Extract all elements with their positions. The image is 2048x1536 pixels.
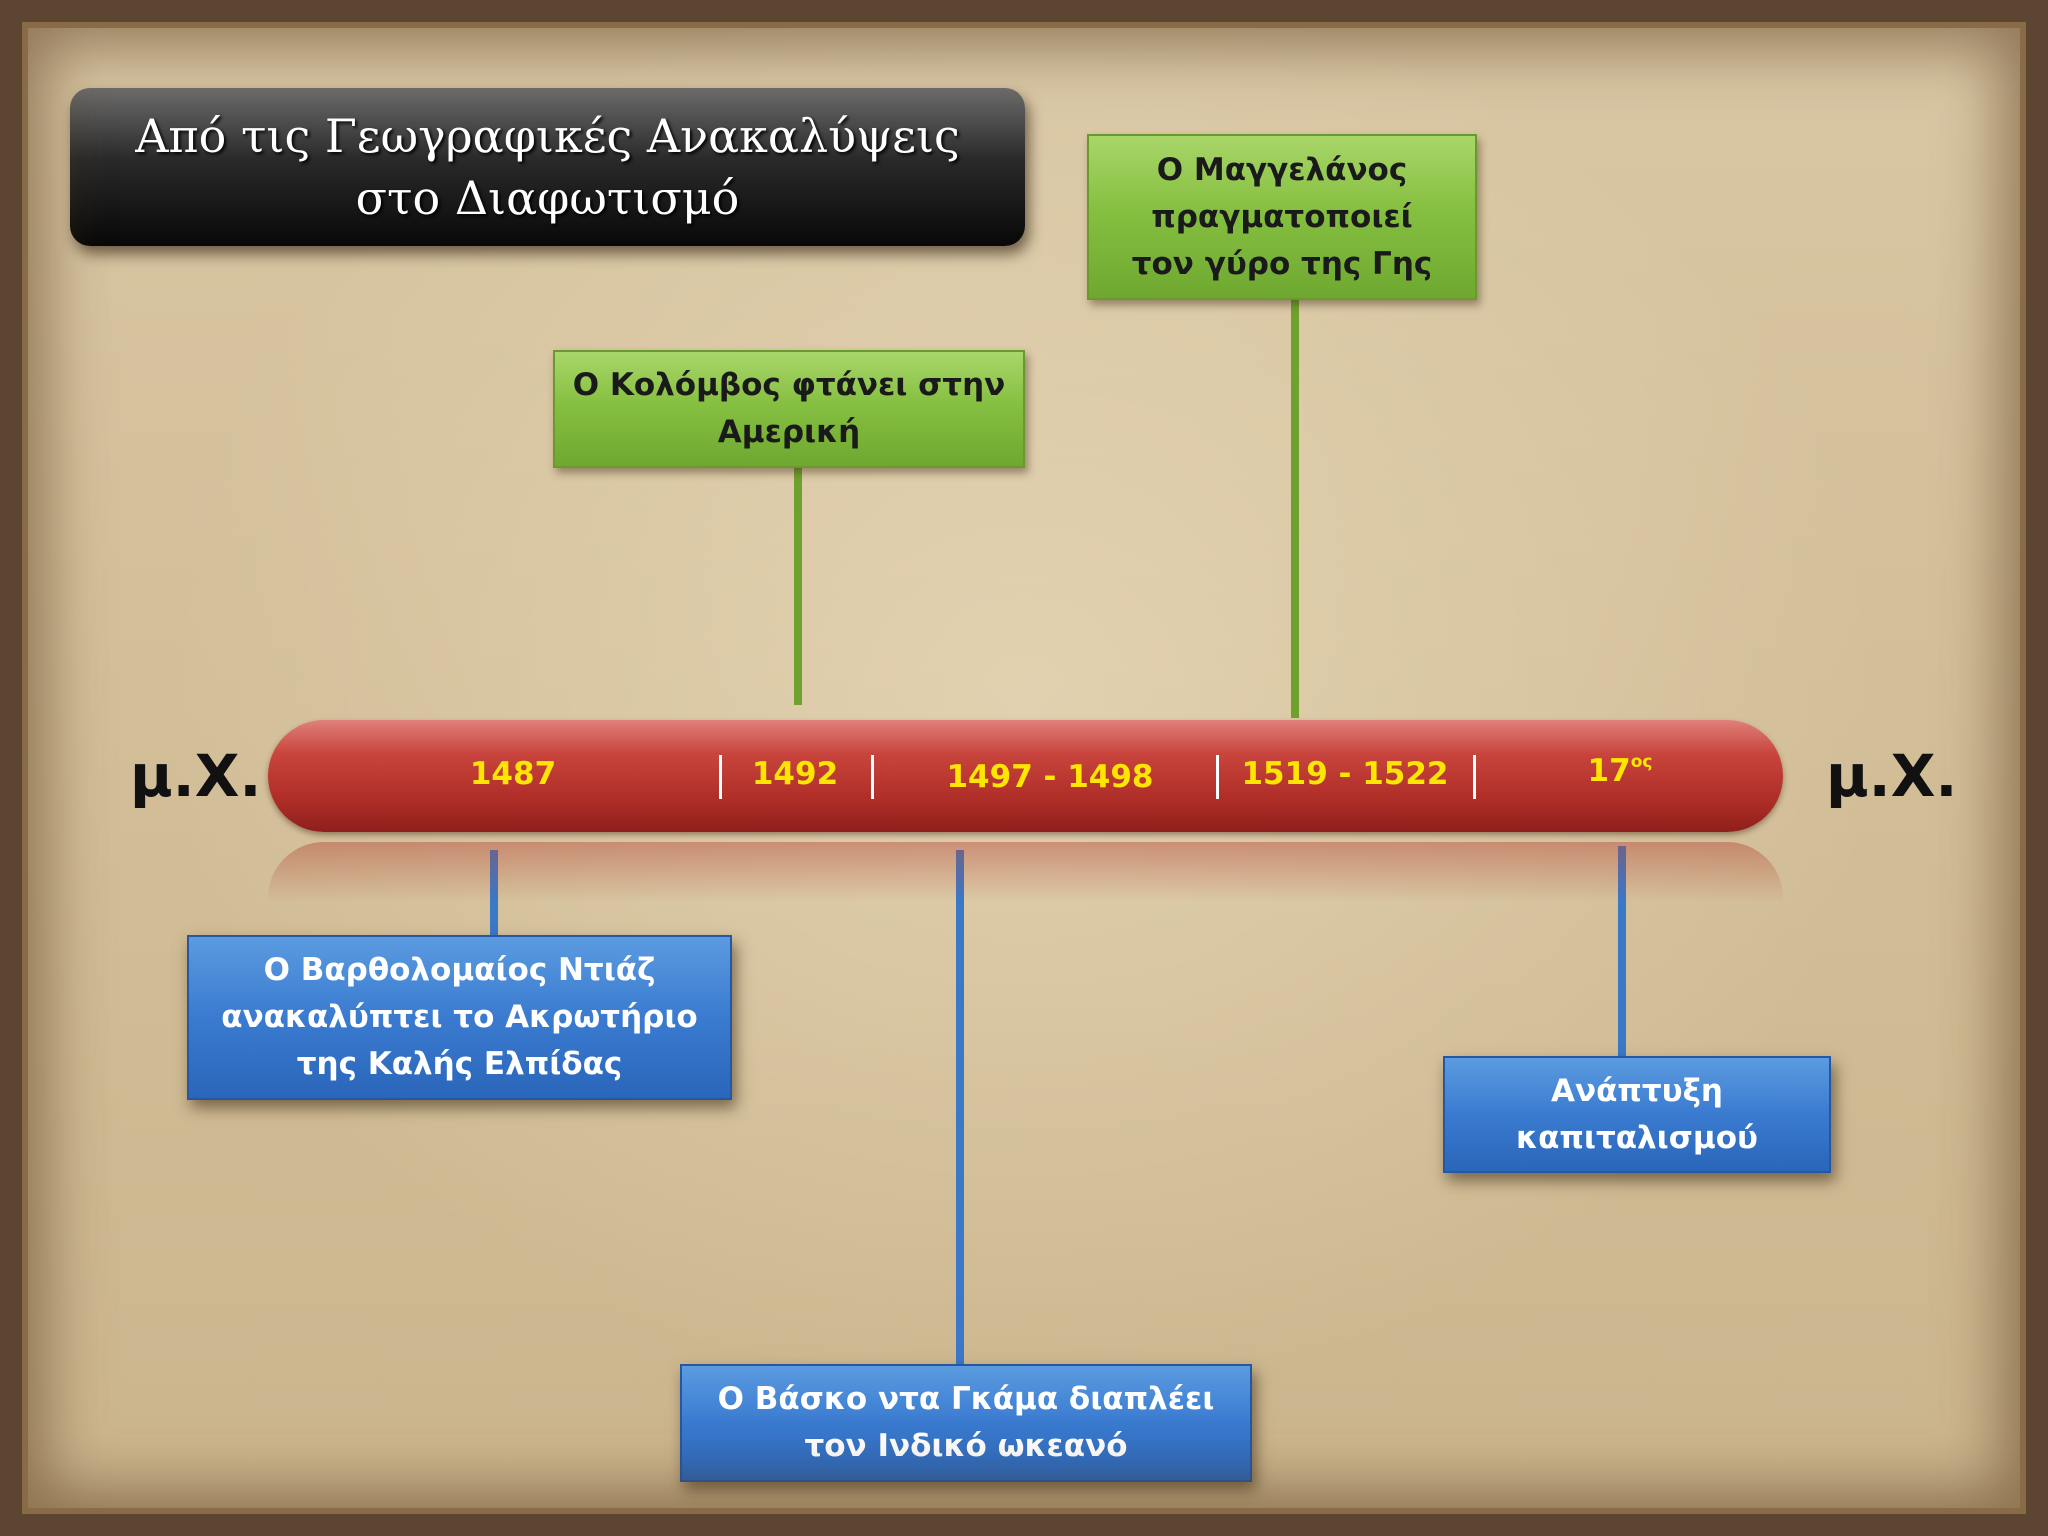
- year-1492: 1492: [751, 756, 839, 792]
- year-separator: [871, 755, 874, 799]
- year-1497-1498: 1497 - 1498: [946, 759, 1154, 795]
- era-label-right: μ.Χ.: [1826, 742, 1958, 810]
- connector-magellan: [1291, 298, 1299, 718]
- event-dias-box: Ο Βαρθολομαίος Ντιάζ ανακαλύπτει το Ακρω…: [187, 935, 732, 1100]
- connector-dias: [490, 850, 498, 940]
- year-1519-1522: 1519 - 1522: [1241, 756, 1449, 792]
- year-separator: [1473, 755, 1476, 799]
- year-17-suffix: ος: [1630, 752, 1653, 772]
- year-separator: [719, 755, 722, 799]
- connector-capitalism: [1618, 846, 1626, 1056]
- year-17th-century: 17ος: [1580, 752, 1660, 789]
- title-box: Από τις Γεωγραφικές Ανακαλύψεις στο Διαφ…: [70, 88, 1025, 246]
- connector-gama: [956, 850, 964, 1365]
- event-dias-text: Ο Βαρθολομαίος Ντιάζ ανακαλύπτει το Ακρω…: [221, 952, 698, 1082]
- timeline-reflection: [268, 842, 1783, 902]
- event-capitalism-text: Ανάπτυξη καπιταλισμού: [1516, 1072, 1758, 1156]
- year-17-number: 17: [1587, 753, 1631, 789]
- event-gama-text: Ο Βάσκο ντα Γκάμα διαπλέει τον Ινδικό ωκ…: [717, 1381, 1215, 1464]
- connector-columbus: [794, 462, 802, 705]
- event-columbus-box: Ο Κολόμβος φτάνει στην Αμερική: [553, 350, 1025, 468]
- event-gama-box: Ο Βάσκο ντα Γκάμα διαπλέει τον Ινδικό ωκ…: [680, 1364, 1252, 1482]
- event-magellan-text: Ο Μαγγελάνος πραγματοποιεί τον γύρο της …: [1131, 151, 1433, 282]
- era-label-left: μ.Χ.: [130, 742, 262, 810]
- event-columbus-text: Ο Κολόμβος φτάνει στην Αμερική: [572, 367, 1006, 450]
- year-1487: 1487: [469, 756, 557, 792]
- timeline-bar: [268, 720, 1783, 832]
- event-capitalism-box: Ανάπτυξη καπιταλισμού: [1443, 1056, 1831, 1173]
- year-separator: [1216, 755, 1219, 799]
- slide-title: Από τις Γεωγραφικές Ανακαλύψεις στο Διαφ…: [135, 109, 960, 225]
- event-magellan-box: Ο Μαγγελάνος πραγματοποιεί τον γύρο της …: [1087, 134, 1477, 300]
